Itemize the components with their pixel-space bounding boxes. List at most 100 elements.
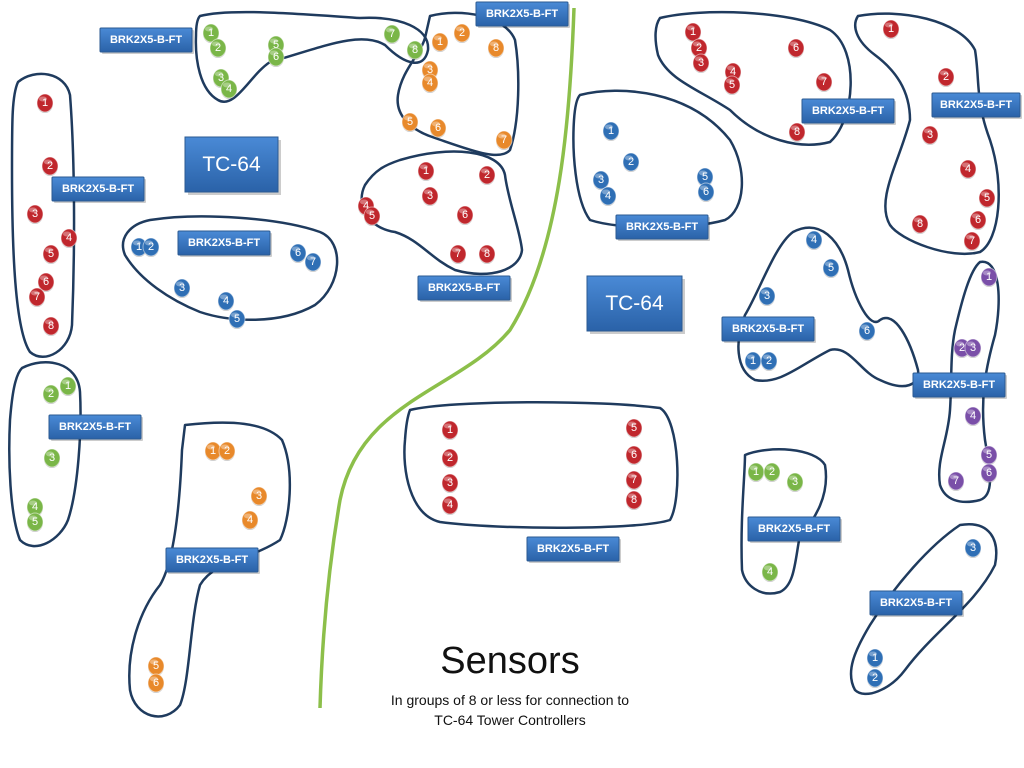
sensor-dot bbox=[963, 231, 981, 251]
sensor-label: 3 bbox=[927, 129, 933, 141]
group-outline-8 bbox=[654, 10, 852, 146]
sensor-dot-highlight bbox=[861, 324, 869, 330]
sensor-dot-highlight bbox=[386, 27, 394, 33]
sensor-dot-highlight bbox=[869, 671, 877, 677]
sensor-dot-highlight bbox=[972, 213, 980, 219]
sensor-dot-highlight bbox=[45, 319, 53, 325]
breakout-board: BRK2X5-B-FT bbox=[801, 98, 896, 125]
board-label: BRK2X5-B-FT bbox=[110, 34, 182, 46]
sensor-dot-highlight bbox=[31, 290, 39, 296]
sensor-label: 3 bbox=[427, 190, 433, 202]
sensor-dot bbox=[964, 406, 982, 426]
sensor-dot-highlight bbox=[444, 451, 452, 457]
sensor-dot-highlight bbox=[360, 199, 368, 205]
sensor-label: 8 bbox=[631, 494, 637, 506]
sensor-dot-highlight bbox=[420, 164, 428, 170]
sensor-dot-highlight bbox=[791, 125, 799, 131]
sensor-dot bbox=[363, 206, 381, 226]
sensor-label: 1 bbox=[136, 241, 142, 253]
sensor-label: 1 bbox=[210, 445, 216, 457]
board-box bbox=[51, 176, 145, 202]
subtitle-line-2: TC-64 Tower Controllers bbox=[434, 712, 586, 728]
sensor-dot bbox=[41, 156, 59, 176]
sensor-dot-highlight bbox=[695, 56, 703, 62]
sensor-dot-highlight bbox=[45, 387, 53, 393]
sensor-label: 5 bbox=[153, 660, 159, 672]
sensor-dot-highlight bbox=[220, 294, 228, 300]
sensor-dot bbox=[441, 420, 459, 440]
board-box bbox=[475, 1, 569, 27]
sensor-label: 4 bbox=[226, 83, 232, 95]
sensor-label: 7 bbox=[969, 235, 975, 247]
sensor-label: 8 bbox=[917, 218, 923, 230]
sensor-dot bbox=[217, 291, 235, 311]
sensor-label: 6 bbox=[703, 186, 709, 198]
sensor-label: 7 bbox=[631, 474, 637, 486]
sensor-dot-highlight bbox=[764, 565, 772, 571]
tc64-controller: TC-64 bbox=[184, 136, 281, 195]
sensor-label: 4 bbox=[965, 163, 971, 175]
sensor-dot-highlight bbox=[790, 41, 798, 47]
sensor-label: 6 bbox=[986, 467, 992, 479]
sensor-dot bbox=[441, 495, 459, 515]
controller-label: TC-64 bbox=[202, 153, 261, 176]
sensor-label: 6 bbox=[43, 276, 49, 288]
board-box bbox=[48, 414, 142, 440]
sensor-label: 6 bbox=[975, 214, 981, 226]
sensor-dot bbox=[401, 112, 419, 132]
sensor-dot bbox=[495, 130, 513, 150]
sensor-dot bbox=[421, 73, 439, 93]
sensor-label: 1 bbox=[437, 36, 443, 48]
sensor-dot bbox=[625, 490, 643, 510]
sensor-dot-highlight bbox=[270, 50, 278, 56]
sensor-label: 7 bbox=[501, 134, 507, 146]
group-outline-4 bbox=[360, 150, 524, 276]
sensor-label: 3 bbox=[792, 476, 798, 488]
sensor-label: 8 bbox=[794, 126, 800, 138]
sensor-dot bbox=[866, 648, 884, 668]
sensor-dot-highlight bbox=[253, 489, 261, 495]
sensor-dot-highlight bbox=[424, 63, 432, 69]
sensor-label: 5 bbox=[48, 248, 54, 260]
sensor-dot-highlight bbox=[983, 270, 991, 276]
sensor-label: 3 bbox=[256, 490, 262, 502]
sensor-label: 3 bbox=[698, 57, 704, 69]
sensor-label: 6 bbox=[435, 122, 441, 134]
sensor-label: 2 bbox=[48, 388, 54, 400]
breakout-board: BRK2X5-B-FT bbox=[475, 1, 570, 28]
sensor-dot bbox=[60, 228, 78, 248]
sensor-label: 5 bbox=[369, 210, 375, 222]
sensor-label: 5 bbox=[984, 192, 990, 204]
sensor-dot bbox=[218, 441, 236, 461]
sensor-dot-highlight bbox=[62, 379, 70, 385]
tc64-controller: TC-64 bbox=[586, 275, 685, 334]
sensor-label: 6 bbox=[295, 247, 301, 259]
breakout-board: BRK2X5-B-FT bbox=[48, 414, 143, 441]
board-box bbox=[747, 516, 841, 542]
sensor-dot-highlight bbox=[424, 189, 432, 195]
sensor-dot-highlight bbox=[628, 448, 636, 454]
sensor-dot bbox=[42, 384, 60, 404]
sensor-dot bbox=[980, 463, 998, 483]
sensor-dot-highlight bbox=[700, 185, 708, 191]
sensor-label: 6 bbox=[462, 209, 468, 221]
sensor-dot bbox=[26, 512, 44, 532]
sensor-dot-highlight bbox=[133, 240, 141, 246]
sensor-dot-highlight bbox=[825, 261, 833, 267]
sensor-dot bbox=[786, 472, 804, 492]
sensor-dot-highlight bbox=[818, 75, 826, 81]
sensor-dot bbox=[625, 418, 643, 438]
sensor-label: 5 bbox=[729, 79, 735, 91]
sensor-label: 3 bbox=[970, 542, 976, 554]
sensor-label: 5 bbox=[986, 449, 992, 461]
group-outline-9 bbox=[854, 12, 1000, 256]
sensor-label: 7 bbox=[310, 256, 316, 268]
sensor-dot-highlight bbox=[29, 207, 37, 213]
